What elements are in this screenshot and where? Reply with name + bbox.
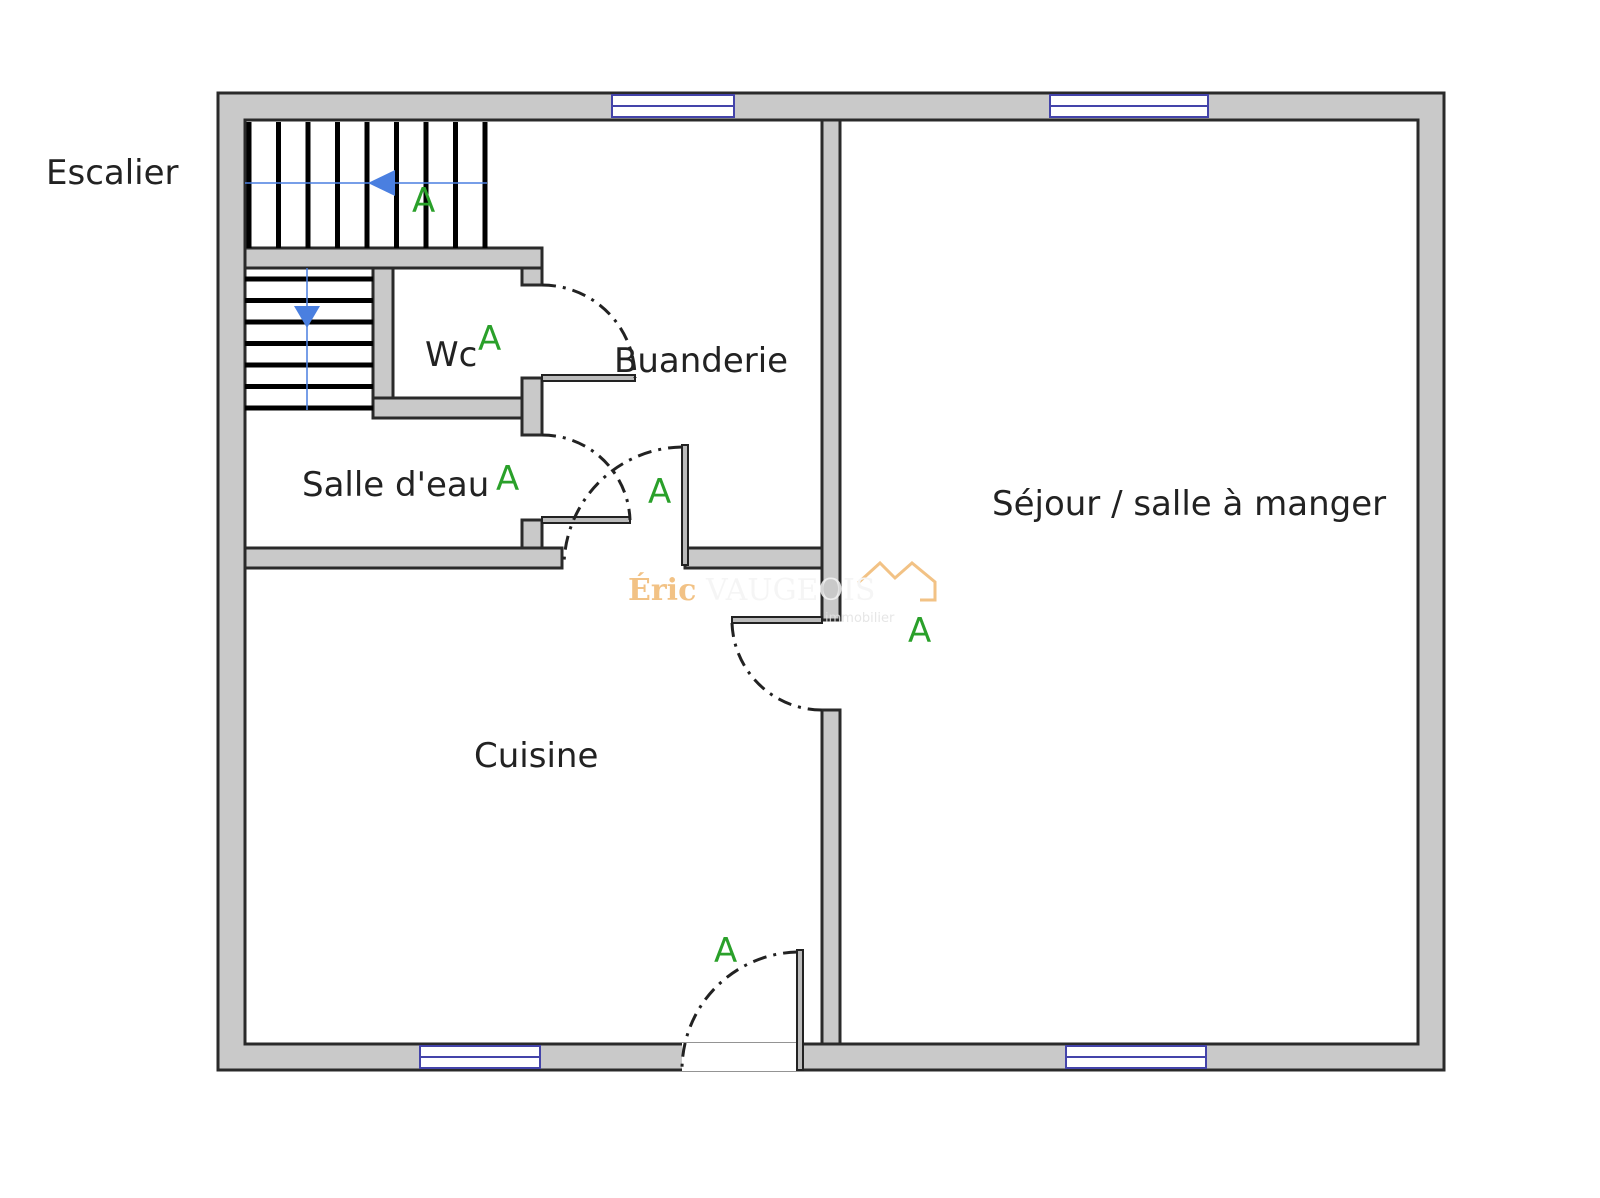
- house-roof-icon: [856, 560, 937, 602]
- wall-cuisine-left: [243, 546, 564, 570]
- door-sejour[interactable]: [731, 616, 823, 624]
- wall-cuisine-right: [683, 546, 824, 570]
- door-buanderie[interactable]: [681, 444, 689, 566]
- stairs-upper: [246, 122, 488, 248]
- wall-under-stairs: [243, 246, 544, 270]
- stair-arrow-left-icon: [368, 170, 395, 196]
- marker-a: A: [714, 931, 737, 971]
- marker-a: A: [908, 611, 931, 651]
- marker-a: A: [496, 459, 519, 499]
- label-sejour: Séjour / salle à manger: [992, 484, 1386, 524]
- watermark-first: Éric: [628, 572, 696, 608]
- marker-a: A: [412, 181, 435, 221]
- stairs-lower: [245, 276, 373, 411]
- door-salle-deau[interactable]: [541, 516, 631, 524]
- wall-sde-right-bottom: [520, 518, 544, 550]
- label-cuisine: Cuisine: [474, 736, 598, 776]
- wall-wc-left: [371, 266, 395, 420]
- label-wc: Wc: [425, 335, 477, 375]
- wall-wc-right-mid: [520, 376, 544, 437]
- watermark-logo: Éric VAUGEOIS immobilier: [628, 560, 937, 626]
- label-salle-deau: Salle d'eau: [302, 465, 489, 505]
- entry-door-opening: [682, 1043, 800, 1071]
- watermark-sub: immobilier: [825, 611, 895, 626]
- wall-sejour-upper: [820, 118, 842, 622]
- label-buanderie: Buanderie: [614, 341, 788, 381]
- watermark-last: VAUGEOIS: [705, 573, 875, 608]
- marker-a: A: [648, 472, 671, 512]
- stair-arrow-down-icon: [294, 306, 320, 328]
- label-escalier: Escalier: [46, 153, 179, 193]
- wall-wc-right-top: [520, 266, 544, 287]
- marker-a: A: [478, 319, 501, 359]
- outer-wall: [216, 91, 1446, 1072]
- wall-sejour-lower: [820, 708, 842, 1046]
- door-entry[interactable]: [796, 949, 804, 1071]
- wall-wc-bottom: [371, 396, 544, 420]
